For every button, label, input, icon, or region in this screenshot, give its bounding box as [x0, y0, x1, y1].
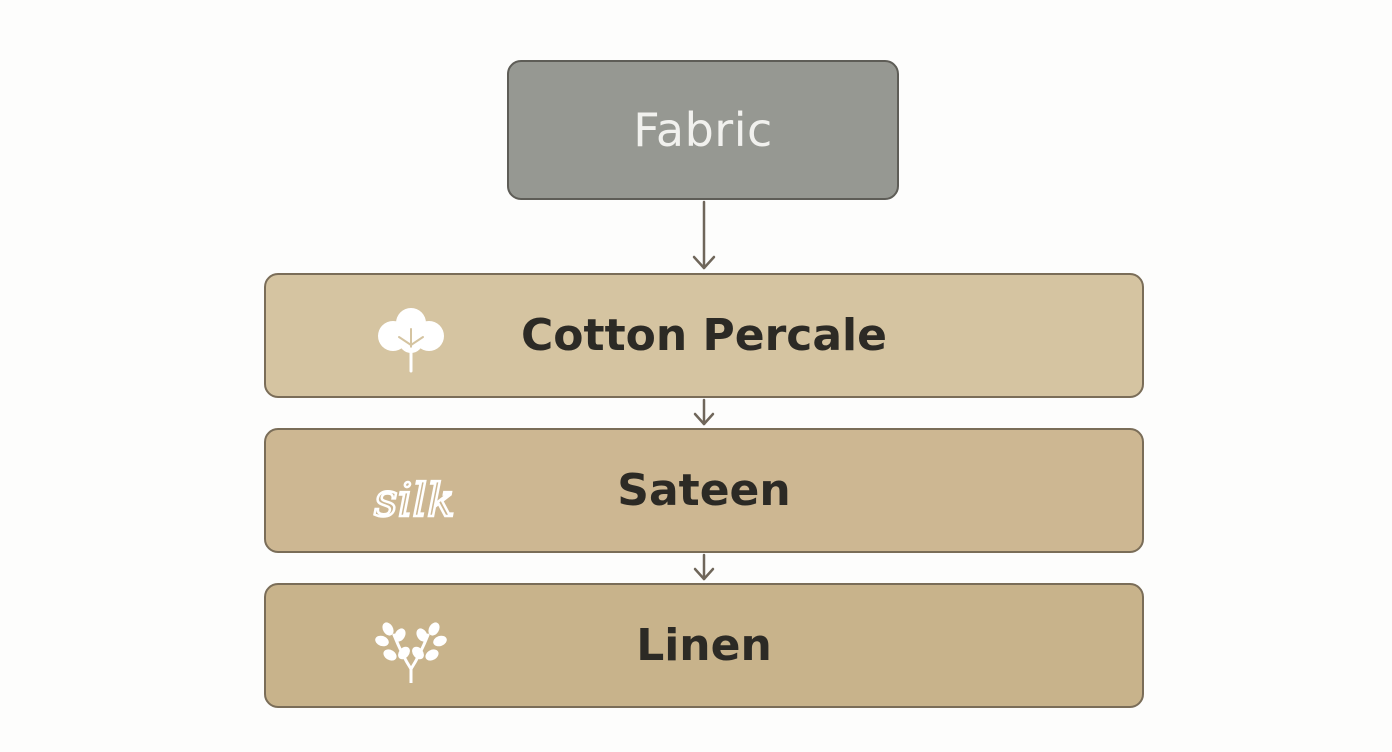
fabric-item-sateen: silk Sateen [264, 428, 1144, 553]
fabric-item-label: Linen [636, 620, 772, 671]
arrow-root-to-cotton [692, 200, 716, 270]
root-node-label: Fabric [633, 103, 773, 157]
root-node-fabric: Fabric [507, 60, 899, 200]
silk-script-icon: silk [373, 472, 456, 528]
cotton-boll-icon [378, 308, 444, 373]
arrow-cotton-to-sateen [693, 398, 715, 426]
silk-script-text: silk [374, 473, 455, 527]
fabric-item-linen: Linen [264, 583, 1144, 708]
fabric-item-cotton-percale: Cotton Percale [264, 273, 1144, 398]
arrow-sateen-to-linen [693, 553, 715, 581]
flax-sprig-icon [375, 622, 447, 683]
fabric-item-label: Sateen [617, 465, 791, 516]
fabric-item-label: Cotton Percale [521, 310, 887, 361]
